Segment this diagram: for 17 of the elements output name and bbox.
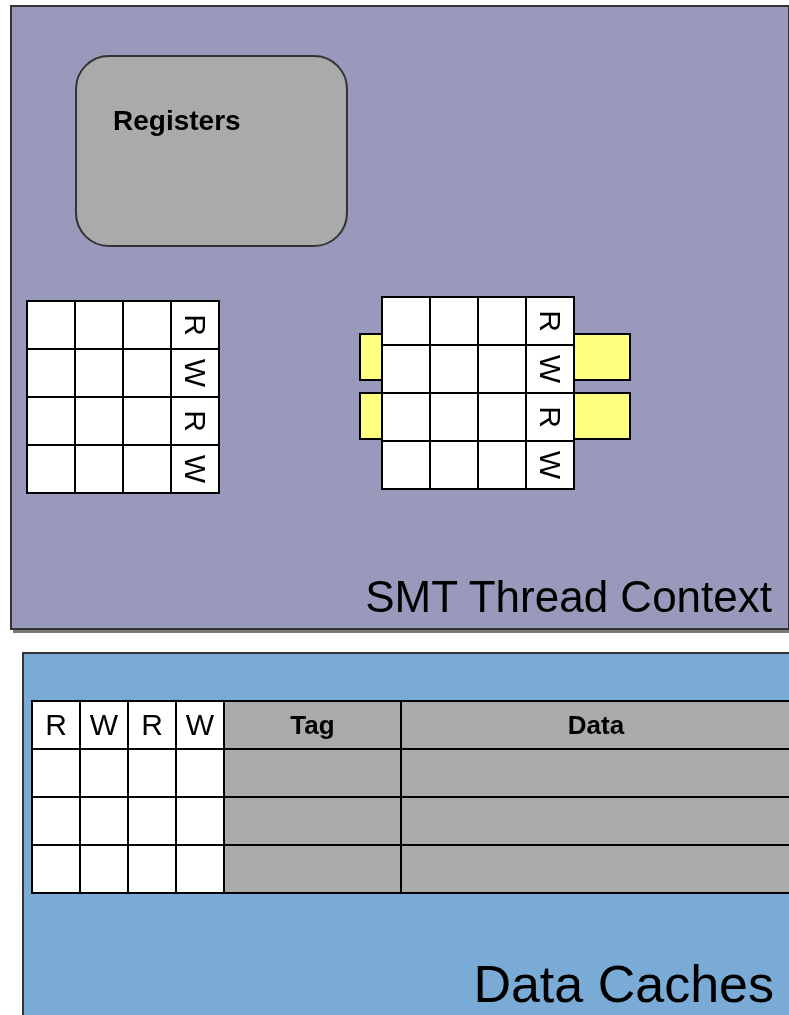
table-cell: W [79,700,129,750]
table-cell: W [175,700,225,750]
table-cell: R [170,300,220,350]
register-box: Registers [75,55,348,247]
table-cell: R [31,700,81,750]
table-cell: W [525,344,575,394]
table-cell: R [525,392,575,442]
panel-title: SMT Thread Context [365,572,772,622]
table-cell: R [127,700,177,750]
table-cell: R [525,296,575,346]
table-cell: Data [400,700,789,750]
panel-title: Data Caches [473,954,774,1014]
table-cell: W [525,440,575,490]
table-cell: Tag [223,700,402,750]
table-cell: W [170,444,220,494]
table-cell: R [170,396,220,446]
table-cell: W [170,348,220,398]
